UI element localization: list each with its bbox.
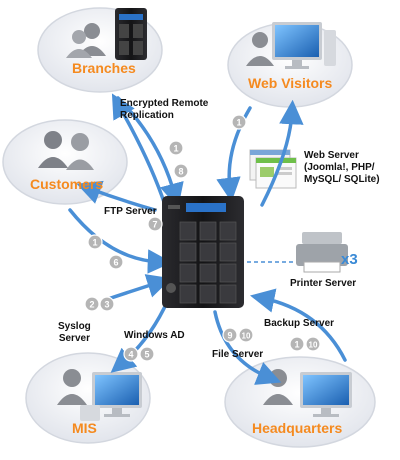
syslog-server-label: Syslog Server <box>58 321 91 344</box>
step-badge <box>123 346 139 362</box>
web-page-icon <box>249 149 297 189</box>
people-icon <box>246 32 274 66</box>
step-badge-label: 1 <box>92 238 97 248</box>
step-badge <box>108 254 124 270</box>
step-badge <box>99 296 115 312</box>
headquarters-label: Headquarters <box>252 420 343 436</box>
monitor-icon <box>80 372 142 421</box>
monitor-icon <box>300 372 352 417</box>
step-badge <box>231 114 247 130</box>
file-server-arrow <box>213 310 282 385</box>
people-icon <box>38 131 94 170</box>
web-server-arrow <box>216 106 252 203</box>
people-icon <box>66 23 106 58</box>
step-badge-label: 2 <box>89 300 94 310</box>
step-badge-label: 5 <box>144 350 149 360</box>
step-badge-label: 1 <box>294 340 299 350</box>
step-badge-label: 8 <box>178 167 183 177</box>
mis-label: MIS <box>72 420 97 436</box>
step-badge-label: 4 <box>128 350 133 360</box>
step-badge <box>139 346 155 362</box>
step-badge-label: 9 <box>227 331 232 341</box>
step-badge-label: 7 <box>152 220 157 230</box>
step-badge <box>222 327 238 343</box>
step-badge-label: 10 <box>242 332 251 341</box>
step-badge <box>289 336 305 352</box>
ftp-arrow <box>76 180 157 212</box>
step-badge-label: 3 <box>104 300 109 310</box>
step-badge <box>305 336 321 352</box>
step-badge-label: 1 <box>173 144 178 154</box>
syslog-arrow <box>103 274 172 302</box>
step-badge <box>173 163 189 179</box>
central-nas-icon <box>162 196 244 308</box>
printer-multiplier: x3 <box>341 251 358 268</box>
ftp-server-label: FTP Server <box>104 206 157 217</box>
backup-server-label: Backup Server <box>264 318 335 329</box>
branches-label: Branches <box>72 60 136 76</box>
step-badge <box>168 140 184 156</box>
step-badge-label: 1 <box>236 118 241 128</box>
file-server-label: File Server <box>212 349 264 360</box>
windows-ad-arrow <box>110 298 170 373</box>
monitor-icon <box>272 22 336 69</box>
step-badge <box>238 327 254 343</box>
windows-ad-label: Windows AD <box>124 330 185 341</box>
nas-small-icon <box>115 8 147 60</box>
ftp-arrow <box>68 208 173 274</box>
step-badge-label: 6 <box>113 258 118 268</box>
people-icon <box>57 369 87 405</box>
web-server-label: Web Server (Joomla!, PHP/ MySQL/ SQLite) <box>304 150 380 185</box>
encrypted-replication-label: Encrypted Remote Replication <box>120 98 209 121</box>
printer-server-label: Printer Server <box>290 278 357 289</box>
step-badge-label: 10 <box>309 341 318 350</box>
backup-arrow <box>250 288 347 362</box>
replication-arrow <box>111 93 167 207</box>
web-visitors-label: Web Visitors <box>248 75 333 91</box>
customers-label: Customers <box>30 176 104 192</box>
step-badge <box>84 296 100 312</box>
step-badge <box>87 234 103 250</box>
web-server-arrow <box>260 99 304 207</box>
printer-icon <box>296 232 348 273</box>
step-badge <box>147 216 163 232</box>
